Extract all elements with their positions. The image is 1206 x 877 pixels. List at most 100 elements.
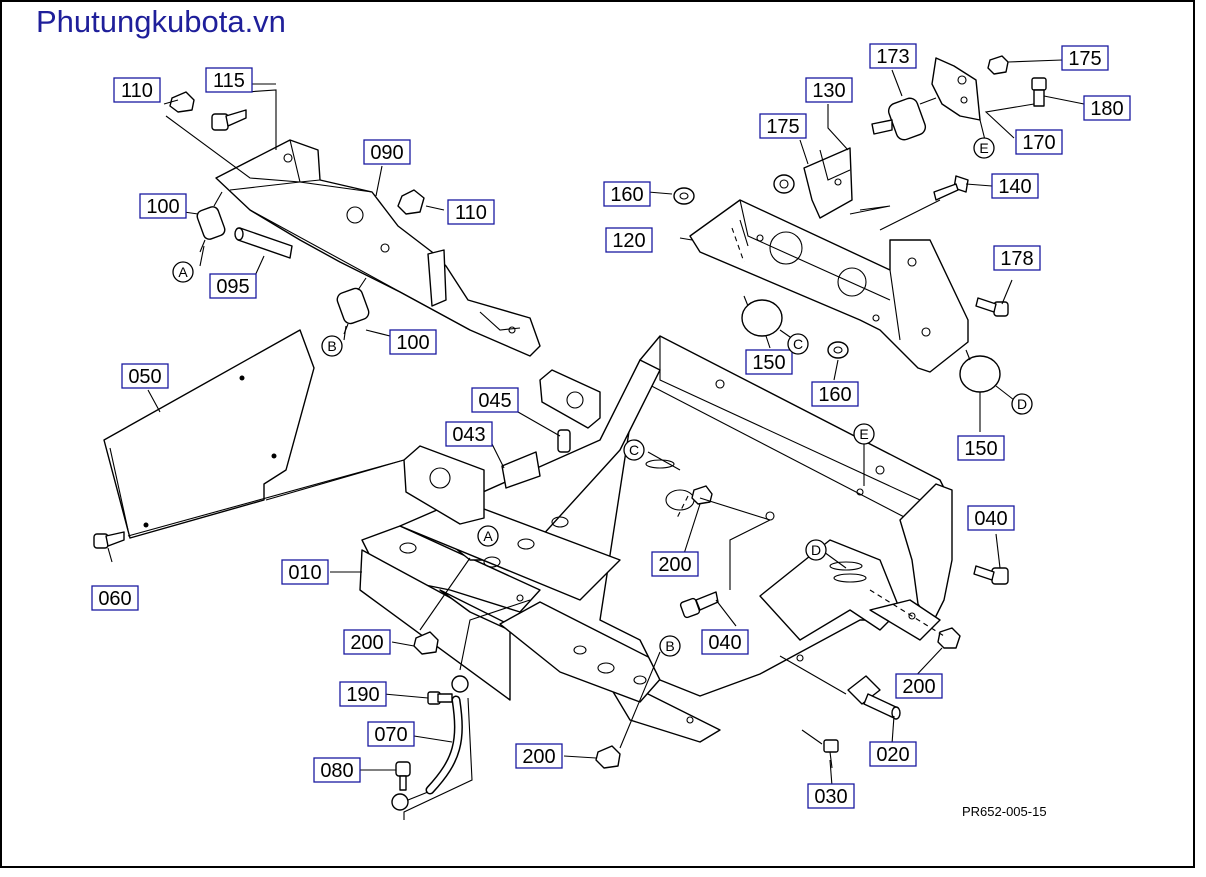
reference-letter: D [811, 542, 821, 558]
bolt-060 [93, 531, 125, 549]
callout-number: 050 [128, 366, 161, 388]
callout-c043: 043 [445, 421, 493, 447]
nut-110-left [169, 91, 195, 113]
callout-c173: 173 [869, 43, 917, 69]
callout-number: 045 [478, 390, 511, 412]
callout-number: 070 [374, 724, 407, 746]
main-frame-010-drawing [359, 335, 953, 743]
bolt-180 [1031, 77, 1047, 107]
site-watermark: Phutungkubota.vn [36, 4, 286, 39]
callout-number: 150 [964, 438, 997, 460]
reference-letter: A [483, 528, 493, 544]
callout-c040b: 040 [967, 505, 1015, 531]
callout-number: 130 [812, 80, 845, 102]
callout-number: 080 [320, 760, 353, 782]
bracket-170 [931, 57, 981, 121]
callout-c045: 045 [471, 387, 519, 413]
hose-070 [391, 675, 469, 811]
mount-150-right [959, 349, 1001, 393]
callout-number: 200 [658, 554, 691, 576]
callout-c178: 178 [993, 245, 1041, 271]
reference-mark-rA2: A [477, 525, 499, 547]
nut-175-lower [773, 174, 795, 194]
bracket-120-drawing [689, 199, 969, 373]
reference-mark-rC1: C [623, 439, 645, 461]
callout-number: 180 [1090, 98, 1123, 120]
nut-110-right [397, 189, 425, 215]
callout-c010: 010 [281, 559, 329, 585]
bolt-115 [211, 109, 247, 131]
callout-number: 170 [1022, 132, 1055, 154]
nut-200-d [937, 627, 961, 649]
callout-number: 200 [522, 746, 555, 768]
mount-150-left [741, 295, 783, 337]
callout-c050: 050 [121, 363, 169, 389]
callout-number: 178 [1000, 248, 1033, 270]
callout-c200b: 200 [515, 743, 563, 769]
callout-labels: 110 115 090 110 100 095 100 050 045 043 060 010 200 1… [91, 43, 1131, 809]
callout-number: 160 [818, 384, 851, 406]
callout-number: 110 [455, 202, 487, 224]
callout-c100b: 100 [389, 329, 437, 355]
reference-letter: B [665, 638, 674, 654]
bolt-178 [975, 297, 1009, 317]
reference-mark-rB2: B [659, 635, 681, 657]
callout-c090: 090 [363, 139, 411, 165]
bolt-080 [395, 761, 411, 791]
reference-letter: B [327, 338, 336, 354]
panel-050-drawing [103, 329, 315, 539]
callout-c040a: 040 [701, 629, 749, 655]
callout-number: 120 [612, 230, 645, 252]
reference-letter: E [979, 140, 988, 156]
callout-c150b: 150 [957, 435, 1005, 461]
callout-c110a: 110 [113, 77, 161, 103]
callout-c095: 095 [209, 273, 257, 299]
reference-mark-rC2: C [787, 333, 809, 355]
nut-160-lower [827, 341, 849, 359]
reference-letter: C [629, 442, 639, 458]
callout-number: 140 [998, 176, 1031, 198]
mount-173 [871, 97, 937, 141]
callout-number: 040 [974, 508, 1007, 530]
callout-c175a: 175 [759, 113, 807, 139]
leader-lines [107, 59, 1085, 820]
callout-number: 060 [98, 588, 131, 610]
reference-mark-rA1: A [172, 261, 194, 283]
callout-number: 200 [902, 676, 935, 698]
callout-number: 100 [396, 332, 429, 354]
reference-marks: A B A B C C D D E E [172, 137, 1033, 657]
callout-number: 160 [610, 184, 643, 206]
callout-c130: 130 [805, 77, 853, 103]
callout-c115: 115 [205, 67, 253, 93]
callout-c180: 180 [1083, 95, 1131, 121]
callout-number: 175 [766, 116, 799, 138]
callout-c100a: 100 [139, 193, 187, 219]
bolt-040-right [973, 565, 1009, 585]
reference-letter: C [793, 336, 803, 352]
bracket-130-drawing [803, 147, 853, 219]
callout-number: 020 [876, 744, 909, 766]
callout-number: 173 [876, 46, 909, 68]
callout-c070: 070 [367, 721, 415, 747]
callout-c120: 120 [605, 227, 653, 253]
callout-c175b: 175 [1061, 45, 1109, 71]
callout-number: 200 [350, 632, 383, 654]
reference-mark-rD1: D [805, 539, 827, 561]
reference-mark-rE2: E [853, 423, 875, 445]
bolt-140 [933, 175, 969, 201]
reference-mark-rB1: B [321, 335, 343, 357]
callout-c080: 080 [313, 757, 361, 783]
callout-number: 095 [216, 276, 249, 298]
bolt-040-front [679, 591, 719, 619]
nut-200-b [595, 745, 621, 769]
callout-number: 175 [1068, 48, 1101, 70]
callout-c160a: 160 [603, 181, 651, 207]
drawing-code: PR652-005-15 [962, 804, 1047, 819]
callout-number: 150 [752, 352, 785, 374]
nut-175-upper [987, 55, 1009, 75]
reference-letter: D [1017, 396, 1027, 412]
nut-160-upper [673, 187, 695, 205]
